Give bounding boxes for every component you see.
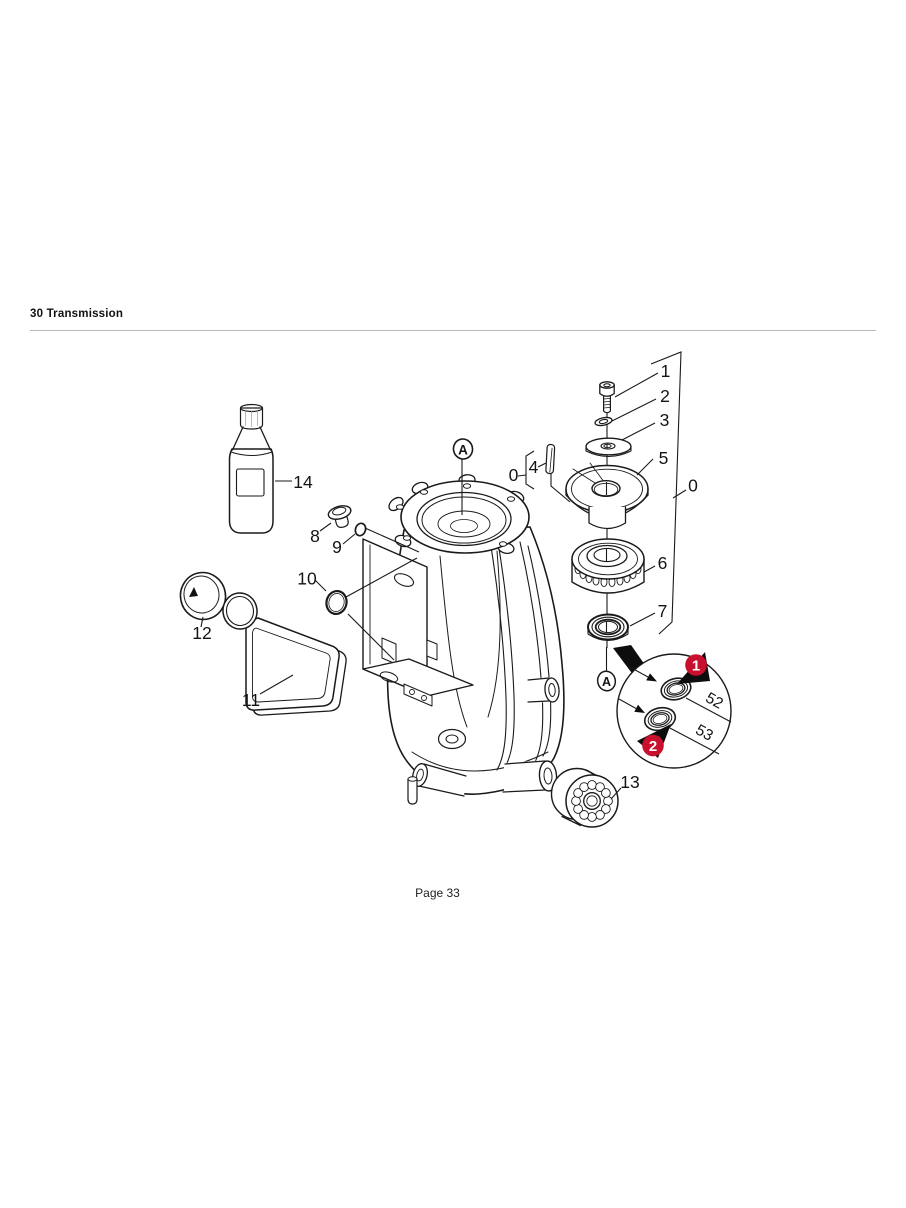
callout-1: 1 [661, 361, 671, 381]
page-number: Page 33 [415, 886, 460, 900]
variant-badge-2: 2 [637, 724, 671, 758]
ref-label-53: 53 [693, 721, 716, 744]
socket-head-bolt [599, 381, 615, 414]
group-bracket [650, 351, 682, 635]
callout-14: 14 [293, 472, 313, 492]
section-title: 30 Transmission [30, 308, 124, 320]
drain-boss [437, 728, 467, 750]
gearbox-housing [362, 474, 565, 805]
badge-1-number: 1 [692, 658, 700, 675]
shaft-axis-group [545, 381, 649, 648]
radial-shaft-seal [587, 613, 629, 642]
tapered-roller-bearing [571, 538, 645, 594]
ref-line-53 [667, 726, 720, 755]
callout-6: 6 [658, 553, 668, 573]
filler-cap [179, 571, 227, 621]
bottle-cap [239, 407, 264, 430]
housing-base-line [411, 751, 549, 772]
view-marker-a-top: A [452, 438, 474, 515]
drain-boss-hole [445, 734, 459, 744]
transmission-cover [222, 592, 347, 716]
ref-line-52 [685, 697, 732, 723]
callout-numbers: 1 2 3 5 0 6 7 13 14 8 9 10 12 11 4 0 [192, 361, 698, 792]
housing-opening [416, 491, 512, 547]
housing-bore-inner [450, 519, 478, 533]
page-footer: Page 33 [0, 886, 875, 900]
callout-11: 11 [242, 690, 260, 710]
housing-contour [439, 555, 468, 728]
seal-variant-52 [660, 677, 692, 701]
callout-9: 9 [332, 537, 342, 557]
housing-port-upper [527, 677, 560, 703]
view-letter-a-top: A [458, 443, 468, 458]
badge-2-circle [642, 734, 664, 757]
stud-block [426, 639, 438, 661]
callout-13: 13 [620, 772, 639, 792]
key-group-bracket [525, 450, 535, 490]
screw-plug [327, 505, 352, 529]
oil-bottle [228, 403, 274, 534]
view-marker-a-bottom: A [596, 647, 617, 692]
flange-bolt-holes [395, 483, 516, 547]
housing-contour [487, 550, 501, 718]
callout-4: 4 [529, 457, 539, 477]
housing-rib [496, 535, 515, 766]
housing-rib [488, 533, 507, 771]
callout-2: 2 [660, 386, 670, 406]
seal-variant-53 [643, 706, 677, 732]
housing-bore [437, 510, 491, 538]
section-header: 30 Transmission [30, 308, 123, 320]
pulley-hub [565, 462, 649, 530]
badge-1-circle [685, 654, 707, 676]
callout-10: 10 [297, 569, 317, 589]
housing-port-lower [502, 760, 558, 793]
callout-8: 8 [310, 526, 320, 546]
needle-bearing [550, 767, 619, 828]
callout-5: 5 [659, 448, 669, 468]
o-ring-large [325, 589, 348, 616]
detail-arrow-2 [618, 698, 645, 713]
o-ring-small [354, 522, 367, 537]
callout-key-0: 0 [509, 465, 519, 485]
cap-arrow-icon [189, 587, 198, 597]
callout-leaders [200, 351, 687, 800]
callout-3: 3 [660, 410, 670, 430]
shaft-key [545, 443, 556, 475]
base-stud [407, 776, 418, 805]
bottle-label [235, 468, 265, 497]
callout-7: 7 [658, 601, 668, 621]
housing-opening-lip [421, 496, 507, 544]
needle-rollers [571, 780, 613, 822]
badge-2-number: 2 [649, 738, 657, 755]
callout-12: 12 [192, 623, 211, 643]
washer-disc [585, 437, 632, 458]
header-divider [30, 330, 876, 331]
detail-arrow-1 [627, 665, 657, 682]
cover-neck [222, 592, 258, 630]
callout-0: 0 [688, 476, 698, 496]
view-letter-a-bottom: A [602, 675, 611, 689]
ref-label-52: 52 [703, 689, 726, 712]
variant-badge-1: 1 [677, 652, 710, 684]
detail-view: 52 53 1 2 [613, 645, 732, 769]
lock-washer [594, 416, 613, 427]
